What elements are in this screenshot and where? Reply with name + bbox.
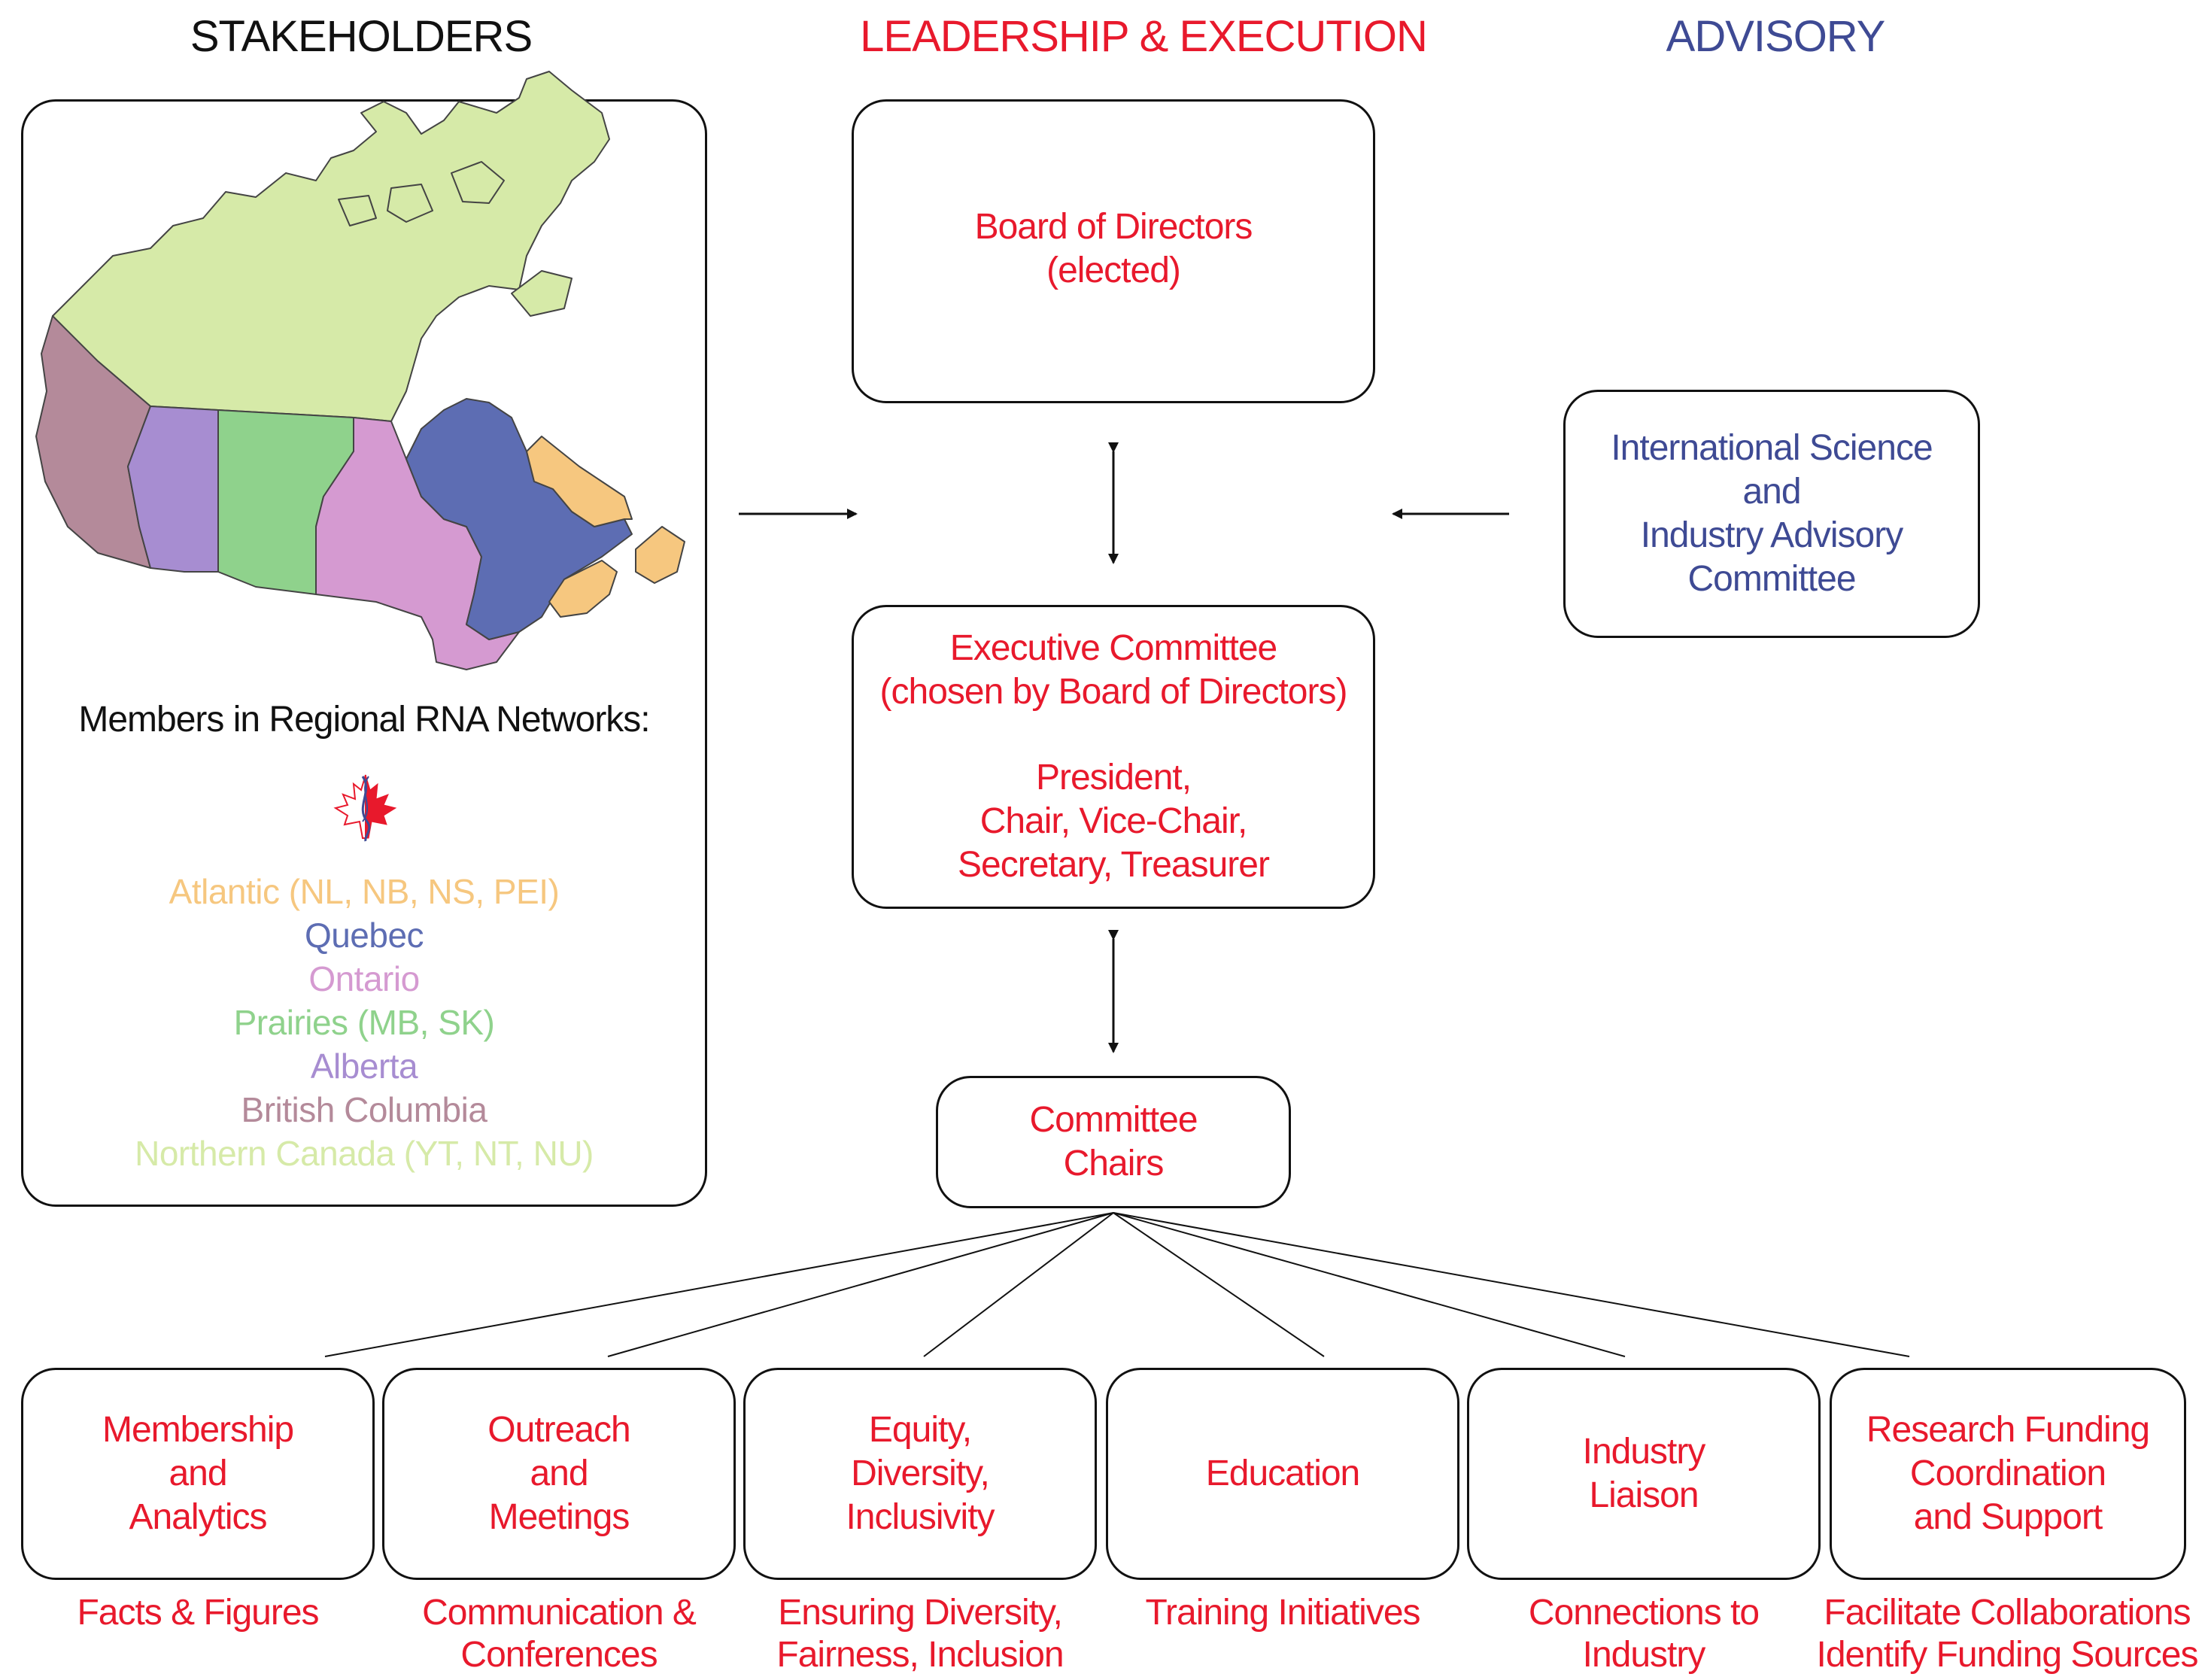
region-quebec: Quebec	[304, 916, 424, 955]
region-british-columbia: British Columbia	[241, 1090, 487, 1129]
leadership-header: LEADERSHIP & EXECUTION	[860, 12, 1428, 61]
committee-education-caption: Training Initiatives	[1091, 1592, 1475, 1634]
caption-equity-1: Ensuring Diversity,	[778, 1593, 1063, 1633]
committee-industry-line-2: Liaison	[1589, 1475, 1699, 1515]
stakeholders-header: STAKEHOLDERS	[190, 12, 533, 61]
committee-outreach-caption: Communication & Conferences	[367, 1592, 751, 1676]
members-heading: Members in Regional RNA Networks:	[78, 700, 650, 740]
board-subtitle: (elected)	[1046, 251, 1181, 290]
region-ontario: Ontario	[308, 959, 420, 998]
committee-equity-line-3: Inclusivity	[846, 1497, 995, 1537]
caption-education-1: Training Initiatives	[1145, 1593, 1420, 1633]
caption-equity-2: Fairness, Inclusion	[776, 1635, 1064, 1675]
committee-chairs-box: Committee Chairs	[936, 1076, 1291, 1208]
committee-research-line-3: and Support	[1913, 1497, 2103, 1537]
fan-line-3	[923, 1212, 1114, 1357]
committee-membership-line-2: and	[169, 1454, 227, 1493]
advisory-line-4: Committee	[1687, 559, 1856, 599]
committee-equity-box: Equity, Diversity, Inclusivity	[743, 1368, 1097, 1580]
committee-industry-box: Industry Liaison	[1467, 1368, 1821, 1580]
region-atlantic: Atlantic (NL, NB, NS, PEI)	[169, 872, 560, 911]
caption-industry-1: Connections to	[1528, 1593, 1760, 1633]
region-northern-canada: Northern Canada (YT, NT, NU)	[135, 1134, 594, 1173]
caption-industry-2: Industry	[1582, 1635, 1706, 1675]
chairs-line-1: Committee	[1029, 1100, 1198, 1140]
advisory-line-2: and	[1742, 472, 1801, 512]
committee-outreach-line-3: Meetings	[488, 1497, 630, 1537]
advisory-line-1: International Science	[1611, 428, 1933, 468]
committee-equity-line-2: Diversity,	[851, 1454, 990, 1493]
caption-outreach-1: Communication &	[422, 1593, 697, 1633]
region-list: Atlantic (NL, NB, NS, PEI) Quebec Ontari…	[21, 870, 707, 1175]
committee-industry-caption: Connections to Industry	[1452, 1592, 1836, 1676]
fan-line-2	[607, 1212, 1114, 1357]
executive-role-2: Chair, Vice-Chair,	[979, 801, 1248, 841]
committee-research-line-1: Research Funding	[1866, 1410, 2150, 1450]
region-alberta: Alberta	[310, 1047, 418, 1086]
fan-line-1	[324, 1212, 1114, 1357]
committee-research-line-2: Coordination	[1909, 1454, 2106, 1493]
fan-line-4	[1113, 1212, 1325, 1357]
committee-equity-caption: Ensuring Diversity, Fairness, Inclusion	[728, 1592, 1112, 1676]
committee-education-box: Education	[1106, 1368, 1459, 1580]
advisory-header: ADVISORY	[1666, 12, 1886, 61]
committee-membership-line-3: Analytics	[129, 1497, 267, 1537]
committee-outreach-line-1: Outreach	[487, 1410, 630, 1450]
committee-equity-line-1: Equity,	[868, 1410, 972, 1450]
committee-outreach-line-2: and	[530, 1454, 588, 1493]
committee-membership-caption: Facts & Figures	[6, 1592, 390, 1634]
board-title: Board of Directors	[974, 207, 1253, 247]
executive-role-1: President,	[1035, 758, 1192, 797]
fan-line-6	[1113, 1212, 1910, 1357]
committee-research-caption: Facilitate Collaborations Identify Fundi…	[1806, 1592, 2209, 1676]
committee-outreach-box: Outreach and Meetings	[382, 1368, 736, 1580]
chairs-line-2: Chairs	[1063, 1144, 1165, 1183]
board-of-directors-box: Board of Directors (elected)	[852, 99, 1375, 403]
maple-leaf-dna-logo-icon	[328, 769, 403, 844]
committee-membership-box: Membership and Analytics	[21, 1368, 375, 1580]
caption-membership-1: Facts & Figures	[77, 1593, 319, 1633]
committee-membership-line-1: Membership	[102, 1410, 294, 1450]
committee-education-line-1: Education	[1205, 1454, 1360, 1493]
advisory-line-3: Industry Advisory	[1640, 515, 1903, 555]
committee-research-funding-box: Research Funding Coordination and Suppor…	[1830, 1368, 2186, 1580]
committee-industry-line-1: Industry	[1582, 1432, 1706, 1472]
region-prairies: Prairies (MB, SK)	[233, 1003, 495, 1042]
fan-line-5	[1113, 1212, 1626, 1357]
caption-research-2: Identify Funding Sources	[1816, 1635, 2199, 1675]
caption-research-1: Facilitate Collaborations	[1824, 1593, 2191, 1633]
executive-subtitle: (chosen by Board of Directors)	[879, 672, 1348, 712]
executive-title: Executive Committee	[949, 628, 1277, 668]
advisory-committee-box: International Science and Industry Advis…	[1563, 390, 1980, 638]
executive-role-3: Secretary, Treasurer	[958, 845, 1270, 885]
caption-outreach-2: Conferences	[460, 1635, 658, 1675]
executive-committee-box: Executive Committee (chosen by Board of …	[852, 605, 1375, 909]
